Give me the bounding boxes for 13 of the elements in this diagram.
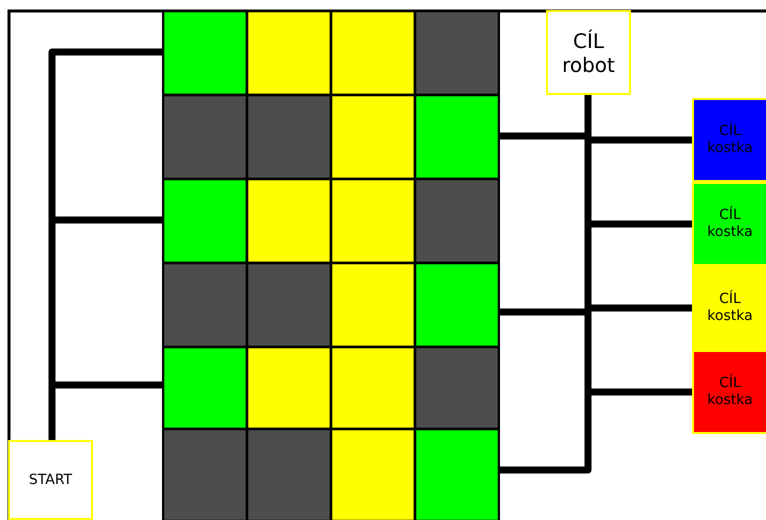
start-box [8, 440, 93, 520]
target-box [546, 10, 631, 95]
box-label: CÍL kostka [706, 375, 754, 409]
box-label: CÍL kostka [706, 123, 754, 157]
box-label: CÍL kostka [706, 207, 754, 241]
box-label: START [28, 472, 74, 488]
target-box [692, 350, 766, 434]
game-board-drawing [162, 10, 500, 520]
box-label: CÍL robot [561, 28, 616, 76]
target-box [692, 182, 766, 266]
target-box [692, 266, 766, 350]
box-label: CÍL kostka [706, 291, 754, 325]
target-box [692, 98, 766, 182]
